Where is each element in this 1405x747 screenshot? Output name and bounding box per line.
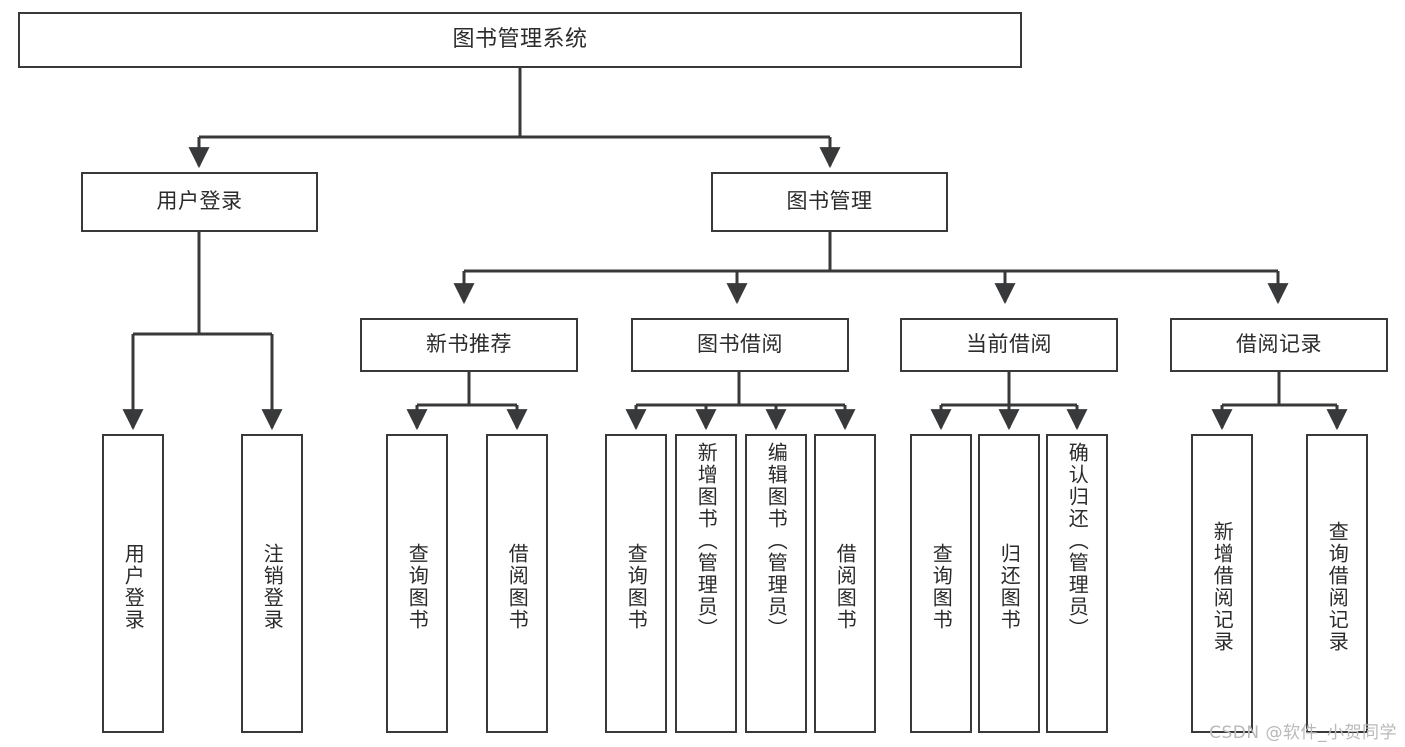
leaf-query-book-1[interactable]: 查询图书 xyxy=(386,434,448,733)
node-book-manage-label: 图书管理 xyxy=(786,189,873,214)
leaf-query-book-3-label: 查询图书 xyxy=(929,542,954,631)
leaf-query-book-3[interactable]: 查询图书 xyxy=(910,434,972,733)
leaf-borrow-book-1[interactable]: 借阅图书 xyxy=(486,434,548,733)
node-borrow-record-label: 借阅记录 xyxy=(1236,332,1322,357)
leaf-query-record[interactable]: 查询借阅记录 xyxy=(1306,434,1368,733)
leaf-edit-book[interactable]: 编辑图书（管理员） xyxy=(745,434,807,733)
node-book-borrow-label: 图书借阅 xyxy=(697,332,783,357)
node-user-login[interactable]: 用户登录 xyxy=(81,172,318,232)
node-user-login-label: 用户登录 xyxy=(156,189,243,214)
watermark-text: CSDN @软件_小贺同学 xyxy=(1209,723,1397,743)
leaf-query-record-label: 查询借阅记录 xyxy=(1325,520,1350,653)
leaf-add-book-label: 新增图书（管理员） xyxy=(694,442,719,640)
leaf-edit-book-label: 编辑图书（管理员） xyxy=(764,442,789,640)
node-new-book-rec-label: 新书推荐 xyxy=(426,332,512,357)
node-book-borrow[interactable]: 图书借阅 xyxy=(631,318,849,372)
leaf-logout-label: 注销登录 xyxy=(260,542,285,631)
leaf-confirm-return[interactable]: 确认归还（管理员） xyxy=(1046,434,1108,733)
leaf-add-record-label: 新增借阅记录 xyxy=(1210,520,1235,653)
leaf-confirm-return-label: 确认归还（管理员） xyxy=(1065,442,1090,640)
node-current-borrow-label: 当前借阅 xyxy=(966,332,1052,357)
node-book-manage[interactable]: 图书管理 xyxy=(711,172,948,232)
leaf-add-book[interactable]: 新增图书（管理员） xyxy=(675,434,737,733)
leaf-return-book-label: 归还图书 xyxy=(997,542,1022,631)
leaf-borrow-book-2-label: 借阅图书 xyxy=(833,542,858,631)
leaf-query-book-2[interactable]: 查询图书 xyxy=(605,434,667,733)
node-borrow-record[interactable]: 借阅记录 xyxy=(1170,318,1388,372)
node-root-label: 图书管理系统 xyxy=(452,26,588,52)
node-current-borrow[interactable]: 当前借阅 xyxy=(900,318,1118,372)
leaf-user-login-label: 用户登录 xyxy=(121,542,146,631)
leaf-logout[interactable]: 注销登录 xyxy=(241,434,303,733)
leaf-borrow-book-2[interactable]: 借阅图书 xyxy=(814,434,876,733)
leaf-user-login[interactable]: 用户登录 xyxy=(102,434,164,733)
leaf-return-book[interactable]: 归还图书 xyxy=(978,434,1040,733)
leaf-add-record[interactable]: 新增借阅记录 xyxy=(1191,434,1253,733)
node-root[interactable]: 图书管理系统 xyxy=(18,12,1022,68)
leaf-query-book-2-label: 查询图书 xyxy=(624,542,649,631)
node-new-book-rec[interactable]: 新书推荐 xyxy=(360,318,578,372)
leaf-borrow-book-1-label: 借阅图书 xyxy=(505,542,530,631)
leaf-query-book-1-label: 查询图书 xyxy=(405,542,430,631)
